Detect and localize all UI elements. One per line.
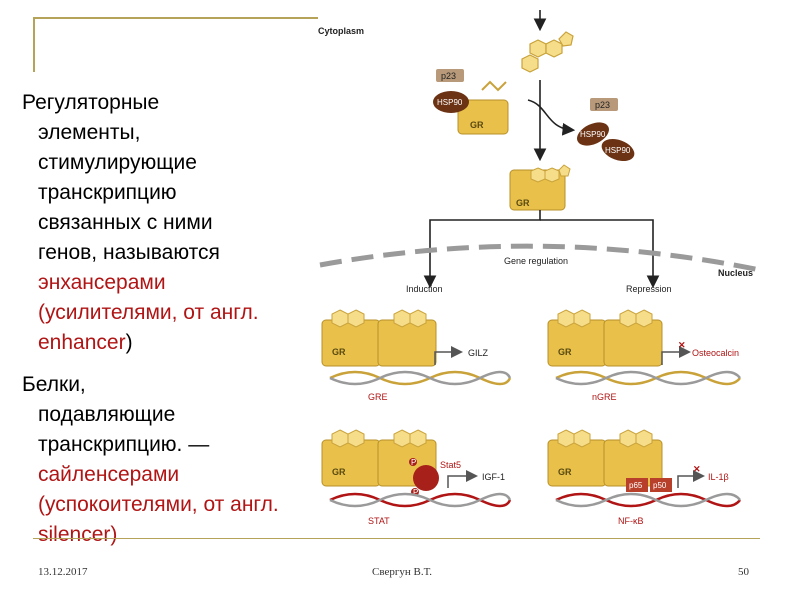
gr-dimer-left-ngre [547, 319, 607, 367]
p1-line-6: генов, называются [38, 241, 220, 264]
paragraph-silencers: Белки, подавляющие транскрипцию. — сайле… [22, 370, 292, 550]
transcription-arrow-igf1 [447, 470, 478, 488]
igf1-label: IGF-1 [482, 472, 505, 482]
transcription-arrow-il1b [677, 470, 705, 488]
gr-dimer-left-gre [321, 319, 381, 367]
gr-label-ngre: GR [558, 347, 572, 357]
gr-receptor-inactive [457, 99, 509, 135]
dna-strand-2-nfkb [555, 492, 741, 508]
p50-label: p50 [653, 481, 667, 490]
footer-divider [33, 538, 760, 539]
p1-tail: ) [125, 331, 133, 354]
title-corner-line-horizontal [33, 17, 318, 19]
gr-dimer-left-nfkb [547, 439, 607, 487]
transcription-arrow-gilz [434, 346, 463, 365]
p1-line-3: стимулирующие [38, 151, 197, 174]
nucleus-label: Nucleus [718, 268, 753, 278]
hsp90-inactive [433, 91, 469, 113]
gr-label-active: GR [516, 198, 530, 208]
p23-label-released: p23 [595, 100, 610, 110]
phospho-mark-top: P [411, 458, 416, 467]
steroid-hormone-icon [521, 31, 574, 73]
binding-pocket-icon [481, 80, 507, 92]
gilz-label: GILZ [468, 348, 489, 358]
p65-subunit [626, 478, 648, 492]
dna-strand-2-gre [329, 370, 512, 386]
dna-strand-2-stat [329, 492, 512, 508]
repression-label: Repression [626, 284, 672, 294]
footer-date: 13.12.2017 [38, 566, 88, 578]
stat5-label: Stat5 [440, 460, 461, 470]
panel-stat-induction: GR P P Stat5 IGF-1 STAT [321, 429, 512, 526]
enhancer-term: энхансерами (усилителями, от англ. enhan… [38, 271, 259, 354]
repression-branch-arrow [540, 219, 660, 289]
footer-author: Свергун В.Т. [372, 566, 432, 578]
cytoplasm-label: Cytoplasm [318, 26, 364, 36]
panel-ngre-repression: GR ✕ Osteocalcin nGRE [547, 309, 741, 402]
active-receptor-complex: GR [509, 164, 571, 211]
p2-line-2: подавляющие [38, 403, 176, 426]
slide-text: Регуляторные элементы, стимулирующие тра… [22, 88, 292, 562]
gr-dimer-right-ngre [603, 319, 663, 367]
paragraph-enhancers: Регуляторные элементы, стимулирующие тра… [22, 88, 292, 358]
p1-line-5: связанных с ними [38, 211, 213, 234]
inactive-receptor-complex: GR p23 HSP90 [433, 69, 509, 135]
panel-gre-induction: GR GILZ GRE [321, 309, 512, 402]
hsp90-released-1 [577, 122, 609, 146]
nfkb-label: NF-κB [618, 516, 644, 526]
phospho-mark-bottom: P [413, 488, 418, 497]
gr-label-stat: GR [332, 467, 346, 477]
title-corner-line-vertical [33, 17, 35, 72]
p1-line-2: элементы, [38, 121, 141, 144]
p1-line-4: транскрипцию [38, 181, 177, 204]
p50-subunit [650, 478, 672, 492]
p23-box-released [590, 98, 618, 111]
stat5-protein [413, 465, 439, 491]
panel-nfkb-repression: GR p65 p50 ✕ IL-1β NF-κB [547, 429, 741, 526]
gr-label-gre: GR [332, 347, 346, 357]
p1-line-1: Регуляторные [22, 91, 160, 114]
induction-label: Induction [406, 284, 443, 294]
hsp90-label-inactive: HSP90 [437, 98, 463, 107]
p65-label: p65 [629, 481, 643, 490]
p2-line-3: транскрипцию. — [38, 433, 210, 456]
hsp90-label-released-1: HSP90 [580, 130, 606, 139]
chaperone-release-arrow [527, 99, 576, 136]
glucocorticoid-receptor-diagram: Cytoplasm GR p23 HSP90 p23 HSP90 HSP90 G… [318, 10, 761, 526]
gr-dimer-right-gre [377, 319, 437, 367]
footer-page-number: 50 [738, 566, 749, 578]
hsp90-released-2 [601, 138, 635, 162]
gr-dimer-left-stat [321, 439, 381, 487]
gr-label-inactive: GR [470, 120, 484, 130]
osteocalcin-label: Osteocalcin [692, 348, 739, 358]
p23-box-inactive [436, 69, 464, 82]
block-mark-il1b: ✕ [693, 464, 701, 474]
il1b-label: IL-1β [708, 472, 729, 482]
stat-label: STAT [368, 516, 390, 526]
gr-label-nfkb: GR [558, 467, 572, 477]
ngre-label: nGRE [592, 392, 617, 402]
silencer-term: сайленсерами (успокоителями, от англ. si… [38, 463, 279, 546]
p2-line-1: Белки, [22, 373, 86, 396]
dna-strand-2-ngre [555, 370, 741, 386]
gre-label: GRE [368, 392, 388, 402]
gene-regulation-label: Gene regulation [504, 256, 568, 266]
block-mark-osteocalcin: ✕ [678, 340, 686, 350]
stat5-phospho-dot [409, 458, 417, 466]
hsp90-label-released-2: HSP90 [605, 146, 631, 155]
p23-label-inactive: p23 [441, 71, 456, 81]
transcription-arrow-osteocalcin [661, 346, 691, 365]
